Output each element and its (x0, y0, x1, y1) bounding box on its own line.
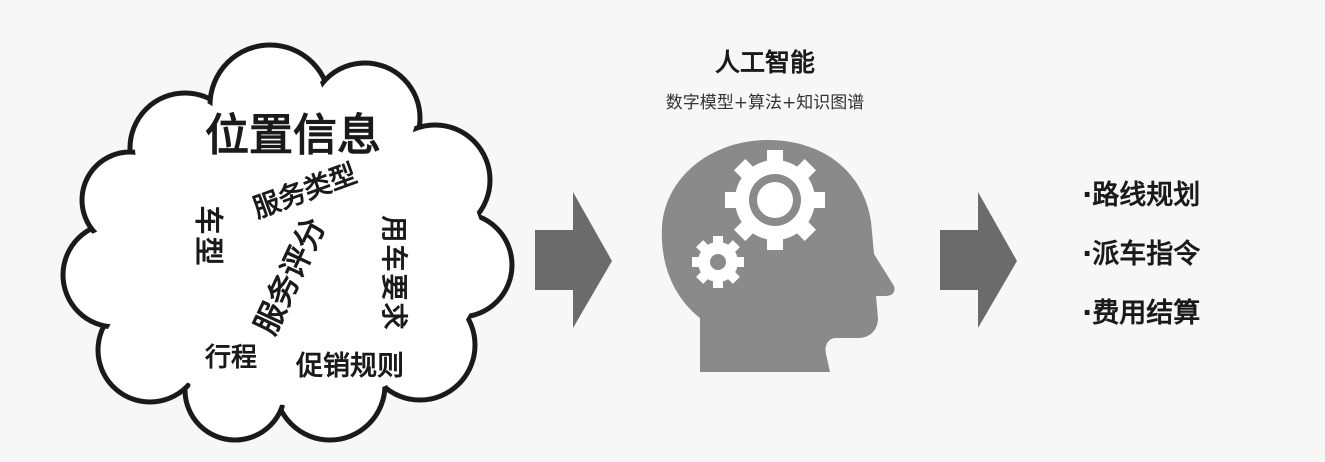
output-list: ·路线规划 ·派车指令 ·费用结算 (1082, 182, 1200, 359)
ai-subtitle: 数字模型+算法+知识图谱 (665, 93, 865, 113)
cloud-word-car-type: 车型 (191, 205, 226, 268)
small-gear-icon (692, 236, 744, 288)
cloud-word-car-requirement: 用车要求 (377, 215, 409, 332)
output-item-fee-settlement: ·费用结算 (1082, 298, 1201, 329)
cloud-word-promotion-rules: 促销规则 (296, 351, 404, 382)
human-head-with-gears-icon (661, 140, 895, 372)
right-arrow-icon (535, 192, 612, 328)
data-cloud-shape (60, 42, 515, 443)
output-item-route-planning: ·路线规划 (1082, 180, 1201, 211)
output-item-dispatch-command: ·派车指令 (1082, 239, 1201, 270)
cloud-word-location: 位置信息 (205, 110, 381, 161)
cloud-word-trip: 行程 (205, 343, 258, 373)
large-gear-icon (725, 150, 825, 250)
right-arrow-icon (940, 192, 1017, 328)
ai-title: 人工智能 (714, 48, 815, 77)
